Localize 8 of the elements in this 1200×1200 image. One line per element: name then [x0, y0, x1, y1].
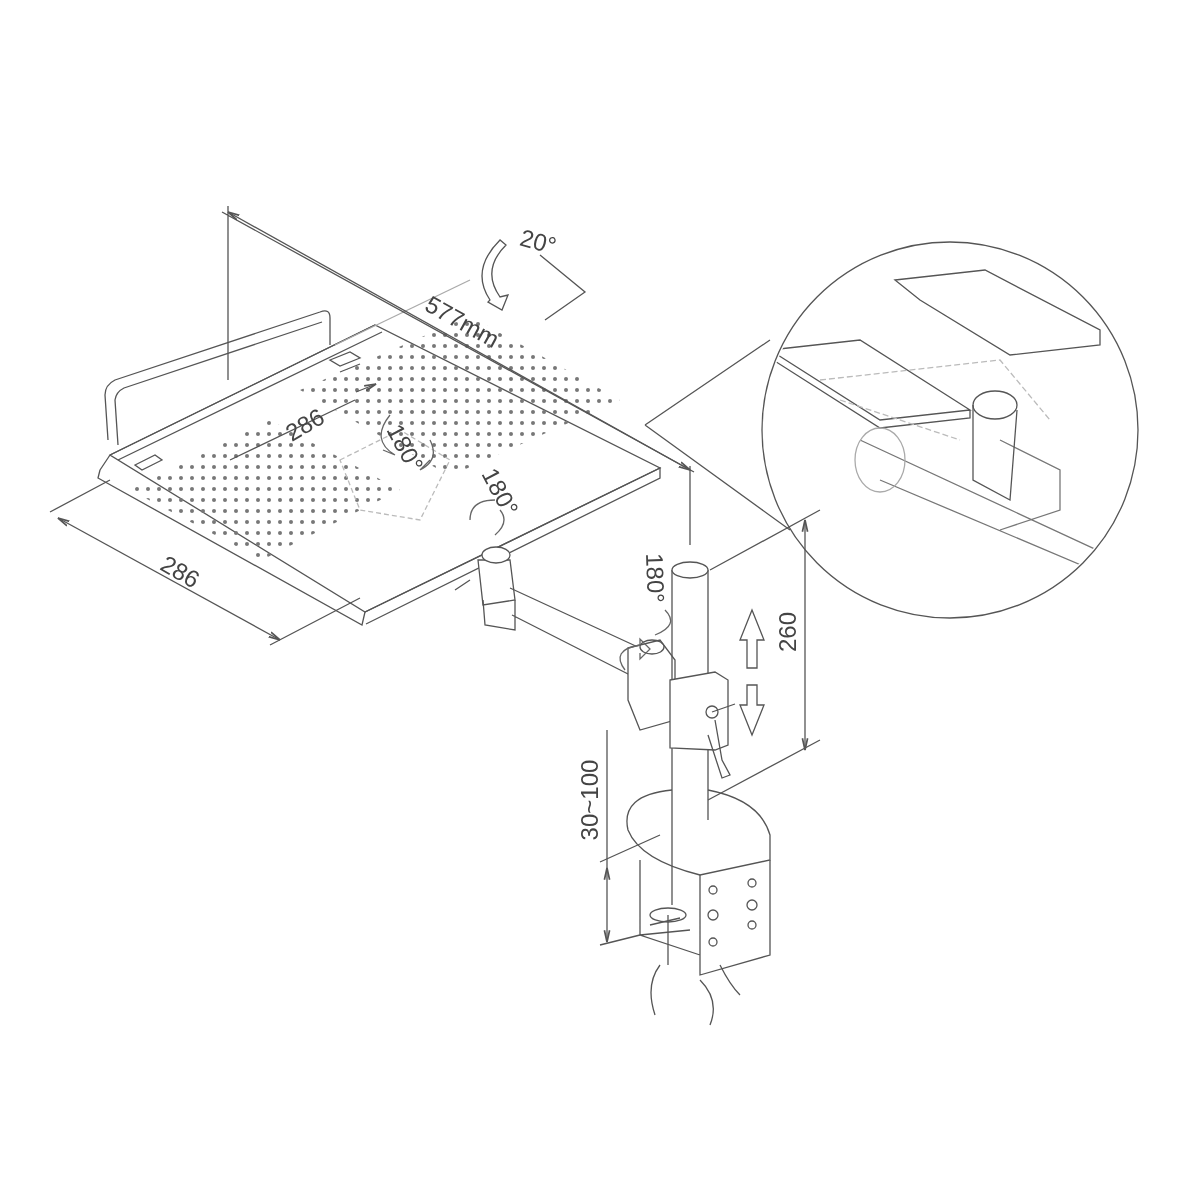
dimension-label: 286: [281, 404, 329, 446]
dimension-label: 30~100: [577, 759, 602, 841]
dimension-label: 260: [776, 612, 800, 652]
dimension-label: 286: [156, 551, 204, 593]
dimension-label: 180°: [641, 552, 668, 604]
dimension-label: 180°: [477, 464, 523, 520]
dimension-label: 20°: [517, 225, 559, 259]
dimension-label: 180°: [382, 420, 428, 476]
